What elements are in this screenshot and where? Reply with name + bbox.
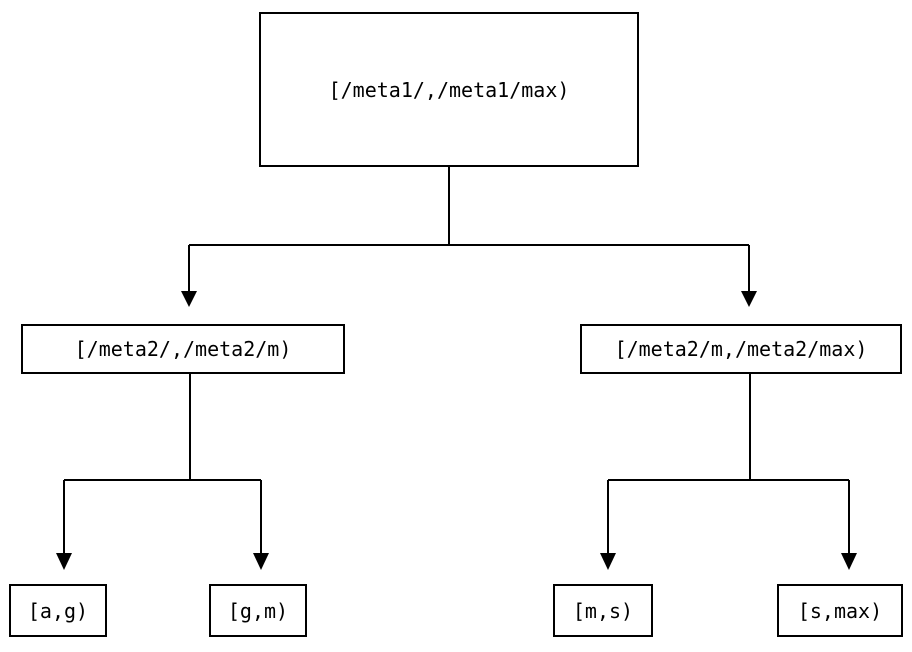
arrowhead-to-leaf-3: [841, 553, 857, 570]
arrowhead-to-mid-right: [741, 291, 757, 307]
edge-mid-left-to-leaves-group: [56, 374, 269, 570]
tree-node-leaf-label: [a,g): [27, 598, 89, 623]
tree-node-mid-right[interactable]: [/meta2/m,/meta2/max): [580, 324, 902, 374]
tree-node-leaf[interactable]: [a,g): [9, 584, 107, 637]
tree-node-root-label: [/meta1/,/meta1/max): [328, 77, 570, 102]
arrowhead-to-leaf-0: [56, 553, 72, 570]
arrowhead-to-leaf-1: [253, 553, 269, 570]
tree-node-leaf-label: [g,m): [227, 598, 289, 623]
tree-node-root[interactable]: [/meta1/,/meta1/max): [259, 12, 639, 167]
tree-node-leaf[interactable]: [m,s): [553, 584, 653, 637]
tree-node-leaf[interactable]: [s,max): [777, 584, 903, 637]
tree-node-mid-left[interactable]: [/meta2/,/meta2/m): [21, 324, 345, 374]
tree-node-leaf-label: [m,s): [572, 598, 634, 623]
tree-node-leaf[interactable]: [g,m): [209, 584, 307, 637]
tree-node-mid-left-label: [/meta2/,/meta2/m): [74, 337, 292, 361]
edge-mid-right-to-leaves-group: [600, 374, 857, 570]
edge-root-to-mid-group: [181, 167, 757, 307]
tree-node-mid-right-label: [/meta2/m,/meta2/max): [614, 337, 868, 361]
tree-node-leaf-label: [s,max): [797, 598, 883, 623]
arrowhead-to-leaf-2: [600, 553, 616, 570]
arrowhead-to-mid-left: [181, 291, 197, 307]
